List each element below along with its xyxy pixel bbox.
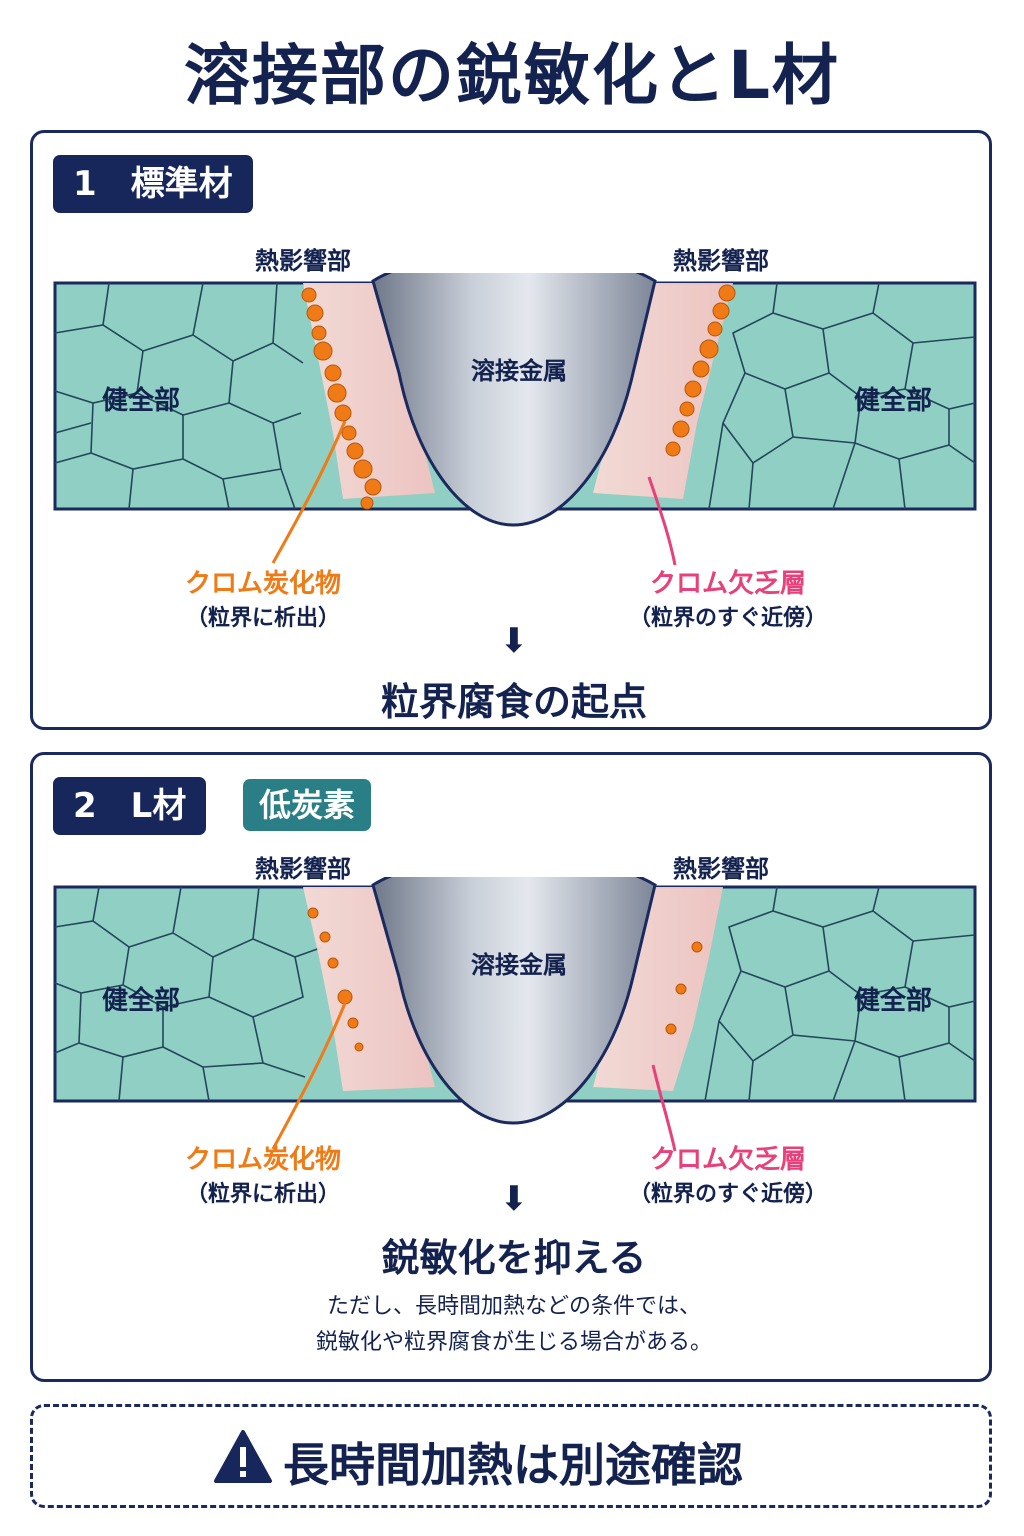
note-line-2: 鋭敏化や粒界腐食が生じる場合がある。 — [315, 1330, 712, 1355]
depleted-sub: （粒界のすぐ近傍） — [628, 606, 827, 631]
weld-metal — [371, 273, 657, 527]
weld-cross-section-diagram-2: 溶接金属 健全部 健全部 — [53, 877, 977, 1152]
warning-box: 長時間加熱は別途確認 — [30, 1404, 992, 1508]
weld-metal-label: 溶接金属 — [471, 357, 567, 385]
carbide-leader-line-2 — [271, 1002, 347, 1150]
depleted-sub-2: （粒界のすぐ近傍） — [628, 1182, 827, 1207]
low-carbon-tag: 低炭素 — [243, 779, 372, 831]
panel2-badge: 2 L材 — [53, 777, 207, 835]
grain-boundaries-right-2 — [704, 886, 976, 1102]
haz-left-label: 熱影響部 — [255, 247, 351, 275]
depleted-leader-line-2 — [651, 1064, 677, 1152]
depleted-callout: クロム欠乏層 （粒界のすぐ近傍） — [593, 563, 863, 632]
carbide-callout: クロム炭化物 （粒界に析出） — [133, 563, 393, 632]
base-right-label-2: 健全部 — [854, 985, 932, 1016]
warning-triangle-icon — [214, 1430, 272, 1483]
haz-right-label-2: 熱影響部 — [673, 855, 769, 883]
grain-boundaries-left — [54, 282, 304, 510]
carbide-sub-2: （粒界に析出） — [185, 1182, 340, 1207]
haz-left-zone-2 — [303, 887, 435, 1091]
panel2-result: 鋭敏化を抑える — [381, 1236, 647, 1280]
panel1-badge: 1 標準材 — [53, 155, 253, 213]
panel-standard-material: 1 標準材 熱影響部 熱影響部 — [30, 130, 992, 730]
depleted-label: クロム欠乏層 — [649, 569, 806, 599]
carbide-label-2: クロム炭化物 — [184, 1145, 341, 1175]
carbide-sub: （粒界に析出） — [185, 606, 340, 631]
haz-left-label-2: 熱影響部 — [255, 855, 351, 883]
carbide-label: クロム炭化物 — [184, 569, 341, 599]
down-arrow-icon: ⬇ — [499, 621, 529, 661]
chromium-carbide-right — [665, 284, 736, 457]
panel1-result: 粒界腐食の起点 — [380, 680, 647, 724]
grain-boundaries-left-2 — [54, 886, 324, 1102]
weld-cross-section-diagram: 溶接金属 健全部 健全部 — [53, 273, 977, 566]
grain-boundaries-right — [708, 282, 976, 510]
chromium-carbide-left — [301, 287, 382, 510]
panel2-note: ただし、長時間加熱などの条件では、 鋭敏化や粒界腐食が生じる場合がある。 — [33, 1289, 995, 1361]
down-arrow-icon-2: ⬇ — [499, 1179, 529, 1219]
chromium-carbide-right-2 — [665, 941, 703, 1035]
weld-metal-label-2: 溶接金属 — [471, 951, 567, 979]
page-title: 溶接部の鋭敏化とL材 — [183, 37, 841, 114]
base-right-label: 健全部 — [854, 385, 932, 416]
depleted-callout-2: クロム欠乏層 （粒界のすぐ近傍） — [593, 1139, 863, 1208]
depleted-label-2: クロム欠乏層 — [649, 1145, 806, 1175]
weld-metal-2 — [371, 877, 657, 1125]
base-left-label: 健全部 — [102, 385, 180, 416]
chromium-carbide-left-2 — [307, 907, 364, 1052]
haz-right-zone-2 — [593, 887, 723, 1091]
carbide-callout-2: クロム炭化物 （粒界に析出） — [133, 1139, 393, 1208]
haz-right-label: 熱影響部 — [673, 247, 769, 275]
warning-text: 長時間加熱は別途確認 — [283, 1438, 743, 1492]
note-line-1: ただし、長時間加熱などの条件では、 — [326, 1294, 701, 1319]
depleted-leader-line — [647, 476, 677, 566]
haz-right-zone — [593, 283, 733, 499]
carbide-leader-line — [271, 420, 347, 564]
panel-l-material: 2 L材 低炭素 熱影響部 熱影響部 溶接金属 健全部 — [30, 752, 992, 1382]
base-left-label-2: 健全部 — [102, 985, 180, 1016]
